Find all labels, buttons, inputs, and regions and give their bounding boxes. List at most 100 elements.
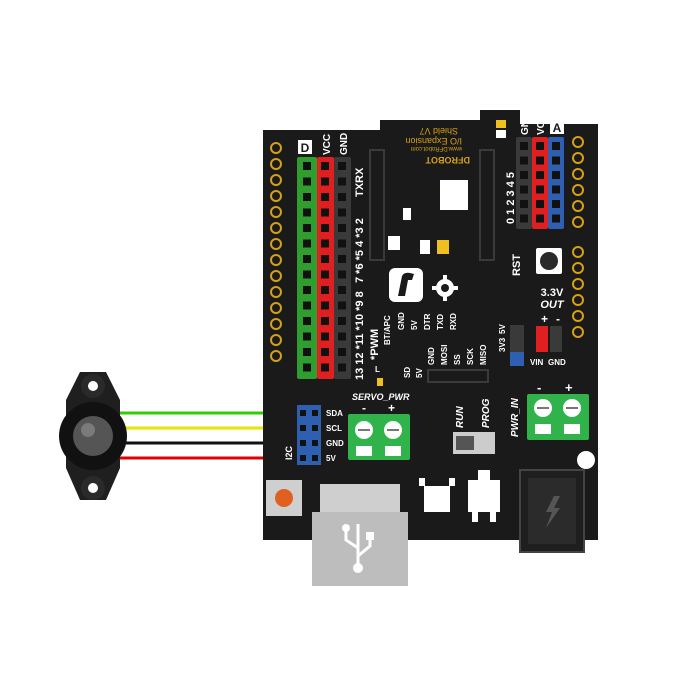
i2c-pin-hole[interactable]	[312, 440, 318, 446]
header-pin-hole[interactable]	[303, 193, 311, 201]
reset-button-icon[interactable]	[275, 489, 293, 507]
header-pin-hole[interactable]	[303, 162, 311, 170]
edge-pin	[270, 270, 282, 282]
header-pin-hole[interactable]	[520, 185, 528, 194]
run-prog-switch: RUN PROG	[453, 398, 495, 454]
header-pin-hole[interactable]	[303, 301, 311, 310]
header-pin-hole[interactable]	[321, 270, 329, 279]
edge-pin	[572, 262, 584, 274]
header-pin-hole[interactable]	[303, 286, 311, 294]
servo-terminal: SERVO_PWR - +	[348, 392, 410, 460]
edge-pin	[572, 136, 584, 148]
header-pin-hole[interactable]	[338, 239, 346, 248]
i2c-pin-hole[interactable]	[300, 425, 306, 431]
header-pin-hole[interactable]	[321, 193, 329, 201]
header-pin-hole[interactable]	[520, 156, 528, 165]
header-pin-hole[interactable]	[321, 348, 329, 356]
header-pin-hole[interactable]	[338, 332, 346, 341]
header-pin-hole[interactable]	[338, 162, 346, 170]
header-pin-hole[interactable]	[338, 348, 346, 356]
edge-pin	[270, 142, 282, 154]
header-pin-hole[interactable]	[321, 224, 329, 232]
gnd-right-label: GND	[520, 113, 531, 135]
pwr-plus: +	[565, 380, 573, 395]
header-pin-hole[interactable]	[321, 208, 329, 217]
header-pin-hole[interactable]	[321, 317, 329, 325]
header-pin-hole[interactable]	[536, 142, 544, 150]
gnd-vin-label: GND	[548, 358, 566, 367]
i2c-pin-hole[interactable]	[312, 425, 318, 431]
header-pin-hole[interactable]	[520, 171, 528, 179]
i2c-pin-label: 5V	[326, 454, 336, 463]
header-pin-hole[interactable]	[338, 208, 346, 217]
spi-pin-label: MISO	[479, 345, 488, 365]
header-pin-hole[interactable]	[321, 239, 329, 248]
bt-apc-label: BT/APC	[383, 315, 392, 345]
i2c-pin-hole[interactable]	[300, 455, 306, 461]
logo-icon	[398, 272, 414, 296]
header-pin-hole[interactable]	[338, 286, 346, 294]
jumper[interactable]	[510, 352, 524, 366]
header-pin-hole[interactable]	[303, 317, 311, 325]
header-pin-hole[interactable]	[303, 239, 311, 248]
header-pin-hole[interactable]	[321, 301, 329, 310]
header-pin-hole[interactable]	[520, 214, 528, 223]
header-pin-hole[interactable]	[520, 200, 528, 208]
header-pin-hole[interactable]	[338, 255, 346, 263]
header-pin-hole[interactable]	[536, 185, 544, 194]
gear-icon	[432, 275, 458, 301]
servo-plus: +	[388, 401, 395, 415]
header-pin-hole[interactable]	[552, 214, 560, 223]
i2c-pin-hole[interactable]	[312, 410, 318, 416]
header-pin-hole[interactable]	[303, 177, 311, 186]
header-pin-hole[interactable]	[338, 193, 346, 201]
edge-pin	[270, 190, 282, 202]
header-pin-hole[interactable]	[303, 332, 311, 341]
header-pin-hole[interactable]	[321, 177, 329, 186]
header-pin-hole[interactable]	[338, 301, 346, 310]
edge-pin	[572, 278, 584, 290]
header-pin-hole[interactable]	[321, 255, 329, 263]
header-pin-hole[interactable]	[552, 185, 560, 194]
header-pin-hole[interactable]	[303, 348, 311, 356]
header-pin-hole[interactable]	[303, 255, 311, 263]
spi-pin-label: MOSI	[440, 345, 449, 365]
header-pin-hole[interactable]	[338, 317, 346, 325]
v33-label: 3V3	[498, 337, 507, 352]
reset-button[interactable]	[540, 252, 558, 270]
header-pin-hole[interactable]	[303, 208, 311, 217]
voltage-selector: 3V3 5V	[498, 324, 524, 366]
header-pin-hole[interactable]	[321, 162, 329, 170]
header-pin-hole[interactable]	[552, 171, 560, 179]
header-pin-hole[interactable]	[338, 224, 346, 232]
i2c-pin-hole[interactable]	[312, 455, 318, 461]
header-pin-hole[interactable]	[338, 270, 346, 279]
header-pin-hole[interactable]	[321, 363, 329, 372]
mode-switch[interactable]	[456, 436, 474, 450]
header-pin-hole[interactable]	[536, 171, 544, 179]
prog-label: PROG	[481, 398, 492, 428]
edge-pin	[572, 246, 584, 258]
edge-pin	[270, 206, 282, 218]
header-pin-hole[interactable]	[536, 214, 544, 223]
bottom-components	[266, 470, 500, 522]
xbee-pin-label: DTR	[423, 313, 432, 330]
header-pin-hole[interactable]	[338, 363, 346, 372]
header-pin-hole[interactable]	[536, 156, 544, 165]
header-pin-hole[interactable]	[303, 363, 311, 372]
edge-pin	[572, 184, 584, 196]
header-pin-hole[interactable]	[338, 177, 346, 186]
i2c-pin-hole[interactable]	[300, 410, 306, 416]
header-pin-hole[interactable]	[303, 270, 311, 279]
header-pin-hole[interactable]	[520, 142, 528, 150]
servo-minus: -	[362, 401, 366, 415]
header-pin-hole[interactable]	[552, 200, 560, 208]
header-pin-hole[interactable]	[536, 200, 544, 208]
header-pin-hole[interactable]	[552, 156, 560, 165]
header-pin-hole[interactable]	[321, 286, 329, 294]
i2c-pin-hole[interactable]	[300, 440, 306, 446]
edge-pin	[572, 200, 584, 212]
header-pin-hole[interactable]	[552, 142, 560, 150]
header-pin-hole[interactable]	[321, 332, 329, 341]
header-pin-hole[interactable]	[303, 224, 311, 232]
